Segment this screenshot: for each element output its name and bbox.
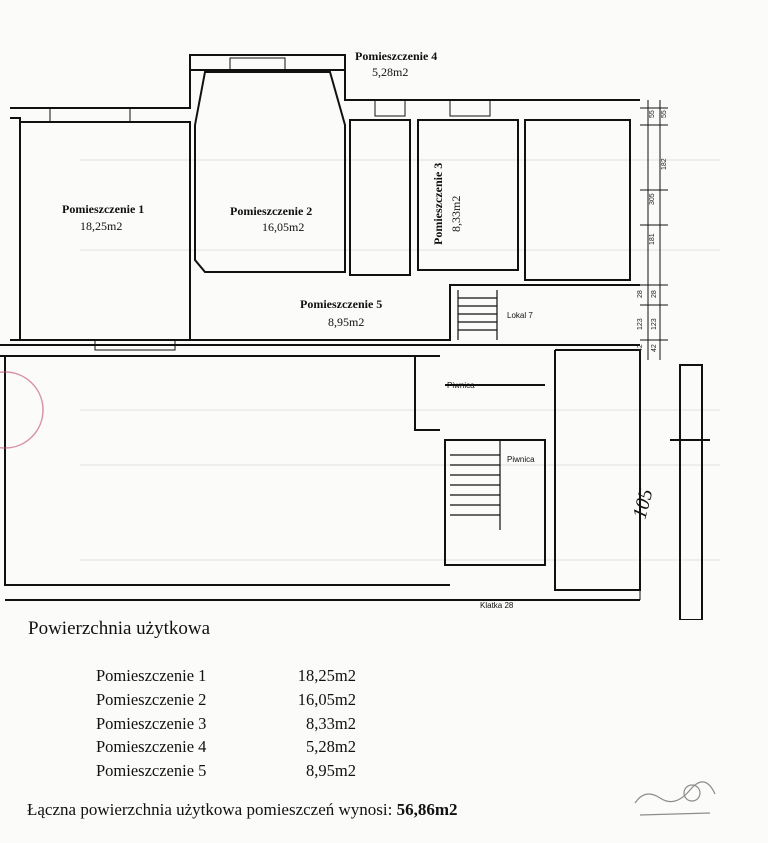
dim-28a: 28 [637, 290, 644, 298]
table-row: Pomieszczenie 3 8,33m2 [96, 712, 356, 736]
dimension-105: 105 [629, 487, 658, 522]
dim-123b: 123 [651, 318, 658, 330]
dim-55a: 55 [649, 110, 656, 118]
row-name: Pomieszczenie 2 [96, 689, 207, 709]
room-1-name: Pomieszczenie 1 [62, 202, 144, 216]
row-name: Pomieszczenie 4 [96, 737, 207, 757]
total-value: 56,86m2 [396, 800, 458, 819]
dim-28b: 28 [651, 290, 658, 298]
row-area: 16,05m2 [297, 689, 356, 709]
dim-42b: 42 [651, 344, 658, 352]
rooms-table: Pomieszczenie 1 18,25m2 Pomieszczenie 2 16… [96, 664, 356, 783]
room-3-area: 8,33m2 [449, 196, 463, 232]
room-5-name: Pomieszczenie 5 [300, 297, 382, 311]
room-2-name: Pomieszczenie 2 [230, 204, 312, 218]
stamp-mark [634, 781, 716, 816]
dim-182: 182 [661, 158, 668, 170]
row-name: Pomieszczenie 3 [96, 713, 207, 733]
table-row: Pomieszczenie 4 5,28m2 [96, 735, 356, 759]
room-3-name: Pomieszczenie 3 [431, 163, 445, 245]
row-area: 5,28m2 [306, 737, 356, 757]
row-area: 18,25m2 [297, 666, 356, 685]
room-4-area: 5,28m2 [372, 65, 408, 79]
room-1-area: 18,25m2 [80, 219, 122, 233]
room-5-area: 8,95m2 [328, 315, 364, 329]
summary-title: Powierzchnia użytkowa [28, 618, 211, 639]
row-name: Pomieszczenie 5 [96, 761, 207, 781]
row-area: 8,33m2 [306, 713, 356, 733]
dim-55b: 55 [661, 110, 668, 118]
room-4-name: Pomieszczenie 4 [355, 49, 437, 63]
floor-plan: Pomieszczenie 4 5,28m2 Pomieszczenie 1 1… [0, 49, 720, 620]
dim-123a: 123 [637, 318, 644, 330]
dim-181: 181 [649, 233, 656, 245]
dim-305: 305 [649, 193, 656, 205]
lokal-label: Lokal 7 [507, 311, 533, 320]
room-2-area: 16,05m2 [262, 220, 304, 234]
table-row: Pomieszczenie 5 8,95m2 [96, 759, 356, 783]
total-label: Łączna powierzchnia użytkowa pomieszczeń… [27, 800, 393, 819]
total-line: Łączna powierzchnia użytkowa pomieszczeń… [27, 800, 458, 820]
klatka-label: Klatka 28 [480, 601, 514, 610]
table-row: Pomieszczenie 1 18,25m2 [96, 664, 356, 688]
row-name: Pomieszczenie 1 [96, 666, 207, 685]
table-row: Pomieszczenie 2 16,05m2 [96, 688, 356, 712]
piwnica-label-1: Piwnica [447, 381, 475, 390]
piwnica-label-2: Piwnica [507, 455, 535, 464]
dim-42a: 42 [637, 344, 644, 352]
row-area: 8,95m2 [306, 761, 356, 781]
